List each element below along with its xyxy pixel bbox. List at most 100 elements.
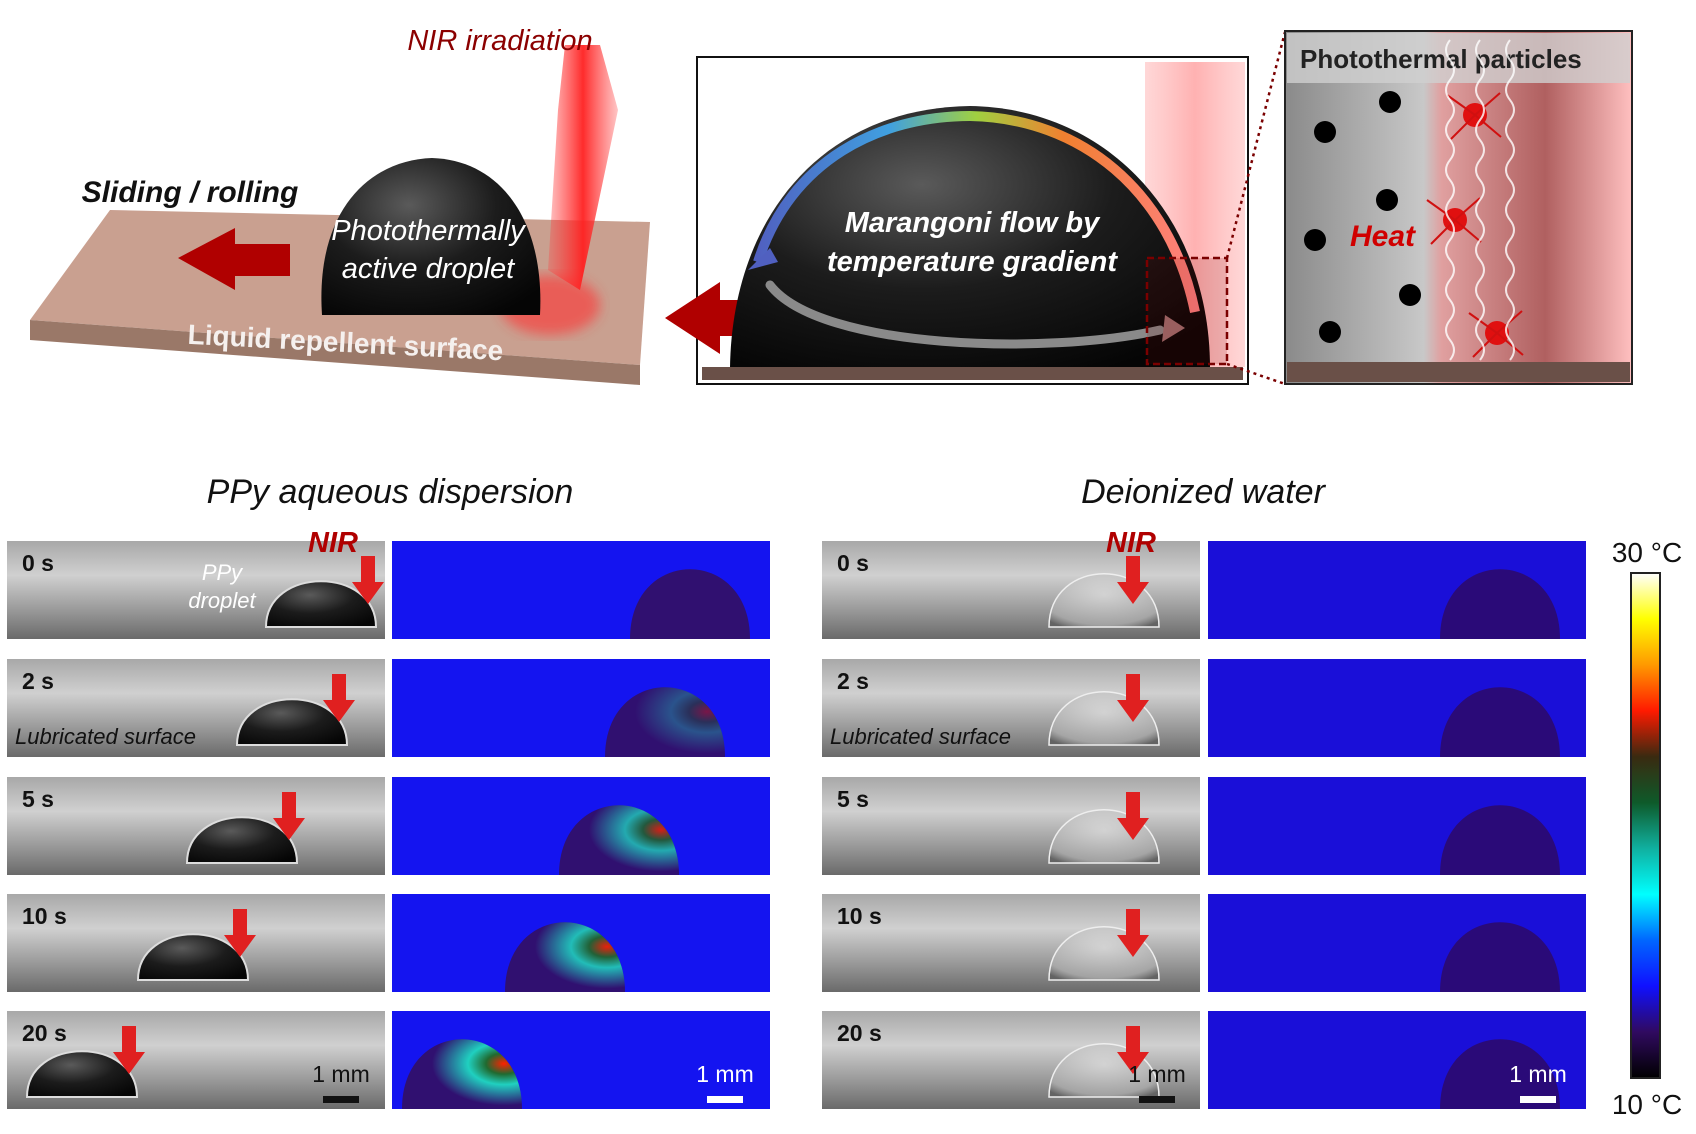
- ppy-droplet: [185, 816, 299, 864]
- time-label: 2 s: [22, 668, 54, 694]
- heat-ray: [1430, 219, 1456, 245]
- nir-arrow-icon: [323, 674, 355, 722]
- colorbar-min-label: 10 °C: [1612, 1089, 1682, 1120]
- thermal-droplet: [1440, 805, 1560, 875]
- marangoni-label-line1: Marangoni flow by: [845, 207, 1101, 239]
- substrate: [702, 367, 1243, 380]
- time-label: 10 s: [22, 903, 67, 929]
- heat-ray: [1468, 312, 1498, 334]
- nir-arrow-icon: [1117, 1026, 1149, 1074]
- surface-edge: [30, 320, 640, 385]
- zoom-region-box: [1145, 256, 1229, 366]
- thermal-droplet: [1440, 687, 1560, 757]
- scale-bar-label: 1 mm: [1509, 1061, 1567, 1087]
- scale-bar: [1139, 1096, 1175, 1103]
- time-label: 5 s: [837, 786, 869, 812]
- nir-arrow-icon: [352, 556, 384, 604]
- thermal-droplet: [1440, 569, 1560, 639]
- time-label: 20 s: [837, 1020, 882, 1046]
- nir-arrow-icon: [1117, 674, 1149, 722]
- heat-label: Heat: [1350, 220, 1417, 253]
- ppy-droplet-label-line1: PPy: [202, 560, 244, 585]
- heat-ray: [1472, 332, 1498, 358]
- nir-arrow-icon: [1117, 556, 1149, 604]
- time-label: 0 s: [22, 550, 54, 576]
- nir-wave: [1475, 39, 1485, 361]
- substrate: [1287, 362, 1630, 382]
- water-section-title: Deionized water: [1081, 473, 1326, 511]
- flow-arrow-head-icon: [748, 248, 778, 270]
- ppy-droplet: [136, 933, 250, 981]
- lubricated-surface-label: Lubricated surface: [15, 724, 196, 749]
- scale-bar-label: 1 mm: [312, 1061, 370, 1087]
- sliding-direction-arrow-icon: [178, 228, 290, 290]
- time-label: 0 s: [837, 550, 869, 576]
- thermal-droplet: [1440, 1039, 1560, 1109]
- nir-arrow-icon: [273, 792, 305, 840]
- lubricated-surface-label: Lubricated surface: [830, 724, 1011, 749]
- heat-ray: [1474, 114, 1502, 138]
- droplet-scene: NIR irradiation Sliding / rolling Photot…: [30, 25, 650, 385]
- marangoni-panel: Marangoni flow by temperature gradient: [665, 31, 1287, 386]
- time-label: 5 s: [22, 786, 54, 812]
- nir-arrow-icon: [224, 909, 256, 957]
- marangoni-label-line2: temperature gradient: [827, 246, 1118, 278]
- colorbar-scale: [1630, 572, 1661, 1079]
- heat-ray: [1450, 114, 1476, 140]
- time-label: 10 s: [837, 903, 882, 929]
- photothermal-particles-panel: Photothermal particles Heat: [1284, 30, 1633, 385]
- particles-title: Photothermal particles: [1300, 44, 1582, 74]
- image-grid: 0 s 0 s 2 s 2 s 5 s 5 s 10 s 10 s 20 s 20 s NIR NIR…: [7, 527, 1586, 1109]
- ppy-droplet-label-line2: droplet: [188, 588, 256, 613]
- droplet-label-line1: Photothermally: [331, 215, 526, 247]
- photothermal-droplet: [321, 158, 541, 315]
- heated-region: [559, 805, 679, 875]
- nir-wave: [1445, 39, 1455, 361]
- droplet-cross-section: [730, 106, 1210, 368]
- colorbar: 30 °C 10 °C: [1612, 537, 1682, 1120]
- sliding-rolling-label: Sliding / rolling: [82, 176, 299, 209]
- nir-label: NIR: [1106, 527, 1156, 559]
- ppy-droplet: [264, 580, 378, 628]
- particle: [1379, 91, 1401, 113]
- heat-ray: [1446, 94, 1476, 116]
- particle: [1319, 321, 1341, 343]
- heat-ray: [1426, 199, 1456, 221]
- nir-arrow-icon: [1117, 909, 1149, 957]
- nir-arrow-icon: [1117, 792, 1149, 840]
- marangoni-flow-arrow: [765, 280, 1165, 349]
- flow-return-arrow-icon: [1162, 315, 1185, 342]
- nir-wave: [1505, 39, 1515, 361]
- particle: [1399, 284, 1421, 306]
- scale-bar: [707, 1096, 743, 1103]
- heat-ray: [1496, 332, 1524, 356]
- nir-arrow-icon: [113, 1026, 145, 1074]
- heated-region: [505, 922, 625, 992]
- scale-bar: [1520, 1096, 1556, 1103]
- heated-region: [605, 687, 725, 757]
- thermal-droplet: [1440, 922, 1560, 992]
- scale-bar-label: 1 mm: [696, 1061, 754, 1087]
- heat-ray: [1454, 219, 1482, 243]
- thermal-droplet: [630, 569, 750, 639]
- ppy-droplet: [25, 1050, 139, 1098]
- particle: [1314, 121, 1336, 143]
- droplet-label-line2: active droplet: [342, 253, 516, 285]
- nir-label: NIR: [308, 527, 358, 559]
- particle: [1376, 189, 1398, 211]
- heat-ray: [1474, 92, 1501, 116]
- heat-ray: [1454, 197, 1481, 221]
- heated-region: [402, 1039, 522, 1109]
- time-label: 2 s: [837, 668, 869, 694]
- scale-bar: [323, 1096, 359, 1103]
- temperature-gradient-arc: [753, 110, 1200, 314]
- time-label: 20 s: [22, 1020, 67, 1046]
- ppy-droplet: [235, 698, 349, 746]
- nir-irradiation-label: NIR irradiation: [407, 25, 592, 57]
- scale-bar-label: 1 mm: [1128, 1061, 1186, 1087]
- colorbar-max-label: 30 °C: [1612, 537, 1682, 568]
- particle: [1304, 229, 1326, 251]
- nir-beam: [548, 45, 618, 290]
- ppy-section-title: PPy aqueous dispersion: [207, 473, 574, 511]
